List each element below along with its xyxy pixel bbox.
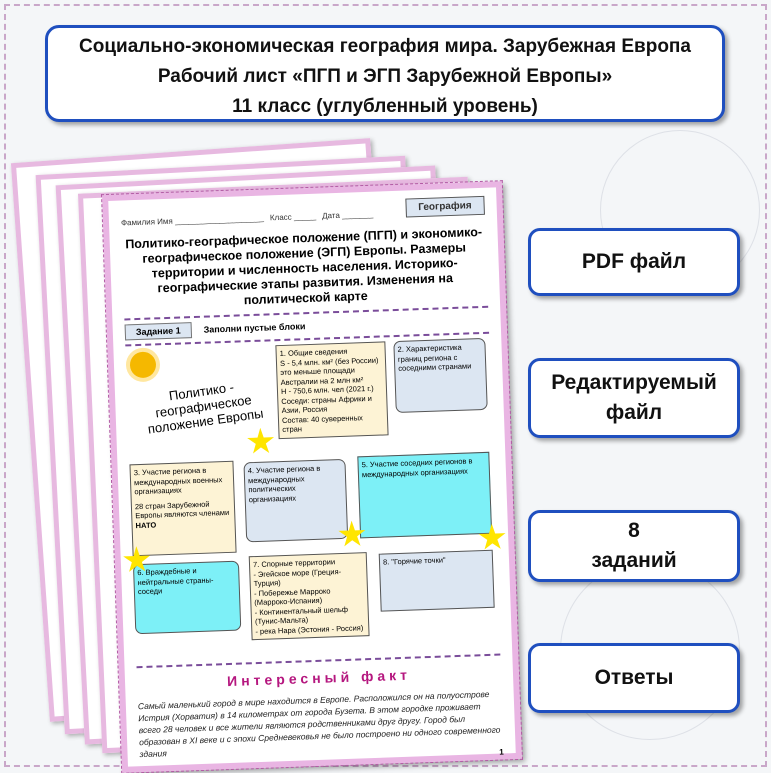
title-banner: Социально-экономическая география мира. …: [45, 25, 725, 122]
task-label: Задание 1: [124, 322, 192, 341]
block-text: 28 стран Зарубежной Европы являются член…: [134, 499, 230, 521]
title-line: Социально-экономическая география мира. …: [79, 36, 691, 57]
block-hostile-neutral: 6. Враждебные и нейтральные страны-сосед…: [132, 560, 242, 635]
badge-text: заданий: [591, 549, 677, 572]
subtitle-line: Рабочий лист «ПГП и ЭГП Зарубежной Европ…: [157, 66, 613, 87]
badge-text: Редактируемый: [551, 371, 717, 394]
block-hot-spots: 8. "Горячие точки": [378, 549, 495, 612]
block-disputed-territories: 7. Спорные территории- Эгейское море (Гр…: [248, 552, 370, 641]
star-icon: [246, 427, 275, 456]
task-area: Политико - географическое положение Евро…: [125, 337, 500, 663]
sun-icon: [129, 351, 157, 379]
badge-text: файл: [605, 401, 663, 424]
badge-text: PDF файл: [581, 250, 687, 273]
badge-editable: Редактируемый файл: [528, 358, 740, 438]
block-borders: 2. Характеристика границ региона с сосед…: [393, 337, 488, 414]
name-field: Фамилия Имя ____________________: [120, 213, 265, 228]
date-field: Дата _______: [321, 209, 374, 221]
worksheet-page: Фамилия Имя ____________________ Класс _…: [100, 180, 524, 773]
badge-answers: Ответы: [528, 643, 740, 713]
badge-tasks: 8 заданий: [528, 510, 740, 582]
grade-line: 11 класс (углубленный уровень): [232, 96, 538, 117]
block-military-orgs: 3. Участие региона в международных военн…: [129, 460, 237, 557]
badge-text: 8: [628, 519, 640, 542]
block-political-orgs: 4. Участие региона в международных полит…: [243, 458, 349, 543]
block-neighbor-orgs: 5. Участие соседних регионов в междунаро…: [357, 451, 493, 539]
subject-label: География: [404, 195, 485, 218]
class-field: Класс _____: [269, 211, 317, 223]
badge-pdf: PDF файл: [528, 228, 740, 296]
section-heading: Политико - географическое положение Евро…: [146, 379, 265, 437]
fact-title: Интересный факт: [226, 666, 412, 690]
block-text: S - 5,4 млн. км² (без России) это меньше…: [279, 355, 379, 387]
block-title: 3. Участие региона в международных военн…: [133, 465, 223, 497]
task-text: Заполни пустые блоки: [203, 321, 306, 335]
badge-text: Ответы: [594, 666, 674, 689]
block-text: Состав: 40 суверенных стран: [281, 412, 363, 435]
decorative-frame: [4, 4, 767, 767]
block-text-bold: НАТО: [135, 519, 157, 530]
worksheet-title: Политико-географическое положение (ПГП) …: [125, 224, 483, 308]
